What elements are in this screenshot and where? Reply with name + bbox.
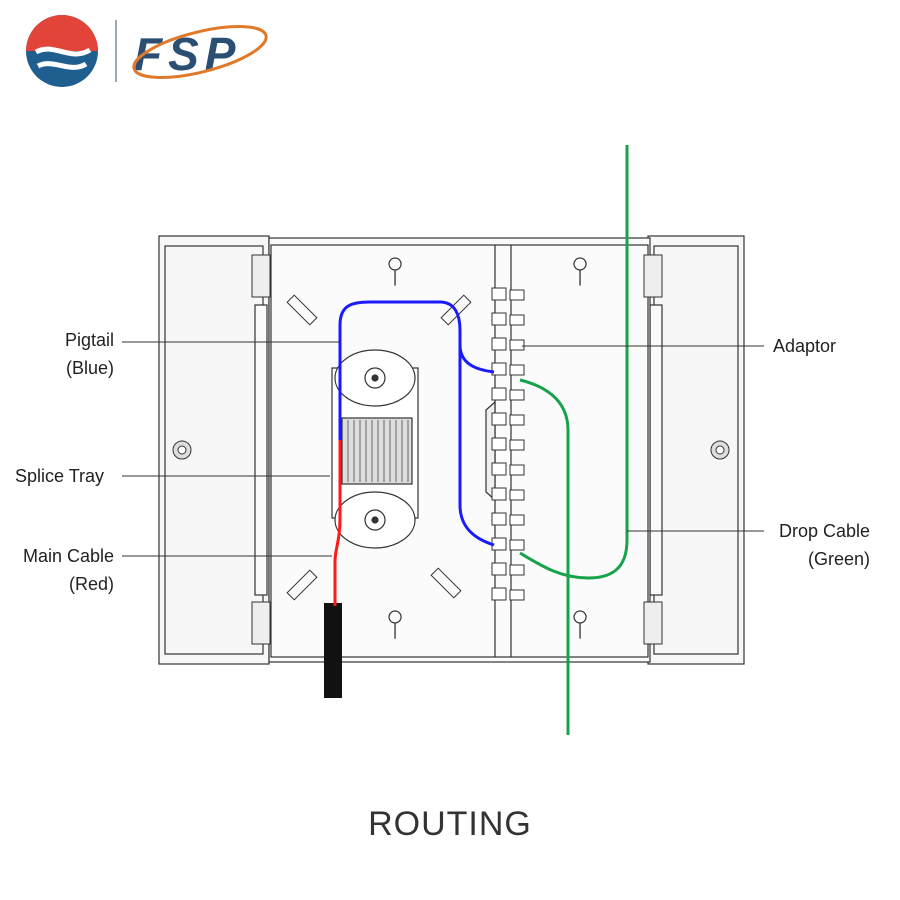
drop-cable-green-branch bbox=[519, 378, 570, 735]
adaptor-column bbox=[491, 287, 525, 601]
cable-clips bbox=[286, 294, 472, 601]
right-door-panel bbox=[647, 235, 745, 665]
hinges bbox=[251, 254, 663, 645]
keyhole-slots bbox=[388, 257, 587, 639]
label-main-cable: Main Cable (Red) bbox=[10, 542, 114, 598]
label-pigtail: Pigtail (Blue) bbox=[40, 326, 114, 382]
label-pigtail-name: Pigtail bbox=[64, 330, 114, 350]
logo-emblem-icon bbox=[26, 15, 98, 87]
label-adaptor: Adaptor bbox=[773, 332, 836, 360]
label-pigtail-note: (Blue) bbox=[65, 358, 114, 378]
fsp-logo: FSP bbox=[26, 15, 268, 87]
label-drop-cable-note: (Green) bbox=[807, 549, 870, 569]
main-cable-jacket bbox=[324, 603, 342, 698]
logo-swoosh bbox=[132, 25, 268, 79]
splice-tray-grille bbox=[347, 420, 409, 482]
pigtail-blue-lower bbox=[458, 345, 495, 547]
label-drop-cable: Drop Cable (Green) bbox=[764, 517, 870, 573]
label-splice-tray: Splice Tray bbox=[15, 462, 104, 490]
pigtail-blue bbox=[338, 300, 495, 440]
label-main-cable-name: Main Cable bbox=[22, 546, 114, 566]
caption-routing: ROUTING bbox=[368, 805, 532, 843]
leader-lines bbox=[122, 341, 764, 557]
main-cable-red bbox=[333, 440, 342, 606]
label-adaptor-name: Adaptor bbox=[773, 336, 837, 356]
splice-tray bbox=[331, 349, 419, 549]
label-main-cable-note: (Red) bbox=[68, 574, 114, 594]
label-drop-cable-name: Drop Cable bbox=[778, 521, 870, 541]
door-locks bbox=[172, 440, 730, 460]
label-splice-tray-name: Splice Tray bbox=[15, 466, 105, 486]
drop-cable-green bbox=[519, 145, 629, 580]
